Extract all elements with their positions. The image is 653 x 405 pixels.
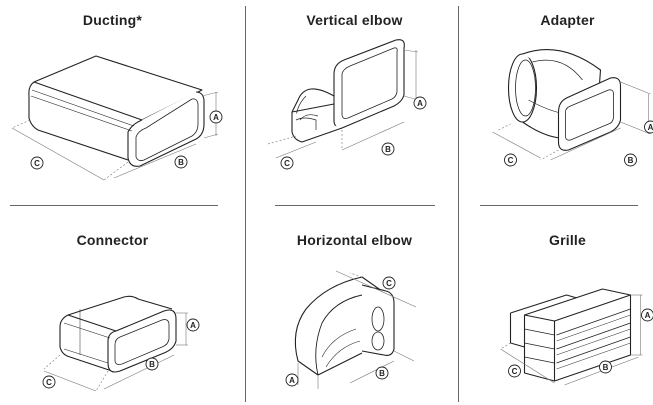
panel-title: Grille — [549, 232, 586, 248]
grille-illustration: A B C — [500, 288, 653, 386]
panel-title: Adapter — [540, 12, 595, 28]
panel-horizontal-elbow: Horizontal elbow — [246, 205, 463, 405]
panel-title: Ducting* — [82, 12, 143, 28]
svg-text:A: A — [648, 123, 653, 132]
dimension-b-marker: B — [145, 357, 159, 371]
svg-text:B: B — [385, 145, 391, 154]
svg-text:A: A — [417, 99, 423, 108]
horizontal-elbow-illustration: A B C — [285, 270, 417, 389]
dimension-a-marker: A — [641, 308, 653, 322]
panel-adapter: Adapter — [459, 0, 653, 200]
ducting-illustration: A B C — [11, 55, 223, 181]
svg-text:C: C — [34, 159, 40, 168]
svg-text:A: A — [645, 311, 651, 320]
dimension-a-marker: A — [644, 120, 653, 134]
dimension-c-marker: C — [504, 153, 517, 167]
column-divider-right — [458, 6, 459, 402]
svg-text:C: C — [46, 378, 52, 387]
dimension-c-marker: C — [42, 375, 56, 389]
dimension-b-marker: B — [375, 366, 389, 380]
panel-grille: Grille — [459, 205, 653, 405]
column-divider-left — [245, 6, 246, 402]
dimension-b-marker: B — [174, 155, 188, 169]
svg-text:A: A — [190, 321, 196, 330]
dimension-b-marker: B — [381, 142, 395, 156]
svg-text:A: A — [213, 113, 219, 122]
row-divider-middle — [275, 205, 435, 206]
panel-title: Horizontal elbow — [296, 232, 413, 248]
svg-text:B: B — [178, 158, 184, 167]
connector-illustration: A B C — [42, 295, 200, 392]
dimension-c-marker: C — [508, 364, 521, 378]
panel-ducting: Ducting* — [4, 0, 223, 200]
svg-text:B: B — [628, 156, 634, 165]
panel-title: Vertical elbow — [306, 12, 403, 28]
dimension-a-marker: A — [413, 96, 427, 110]
adapter-illustration: A B C — [492, 49, 653, 167]
dimension-a-marker: A — [209, 110, 223, 124]
svg-text:B: B — [149, 360, 155, 369]
svg-text:C: C — [284, 159, 290, 168]
svg-text:C: C — [508, 156, 514, 165]
svg-text:C: C — [386, 279, 392, 288]
panel-connector: Connector — [4, 205, 221, 405]
dimension-a-marker: A — [285, 373, 299, 387]
svg-text:B: B — [379, 369, 385, 378]
panel-title: Connector — [76, 232, 149, 248]
svg-text:B: B — [603, 363, 609, 372]
dimension-b-marker: B — [599, 360, 612, 374]
panel-vertical-elbow: Vertical elbow — [246, 0, 463, 200]
dimension-b-marker: B — [624, 153, 637, 167]
dimension-c-marker: C — [280, 156, 294, 170]
row-divider-left — [10, 205, 218, 206]
dimension-c-marker: C — [382, 276, 396, 290]
row-divider-right — [480, 205, 638, 206]
dimension-a-marker: A — [186, 318, 200, 332]
svg-text:C: C — [512, 367, 518, 376]
dimension-c-marker: C — [30, 156, 44, 170]
vertical-elbow-illustration: A B C — [267, 39, 427, 170]
svg-text:A: A — [289, 376, 295, 385]
